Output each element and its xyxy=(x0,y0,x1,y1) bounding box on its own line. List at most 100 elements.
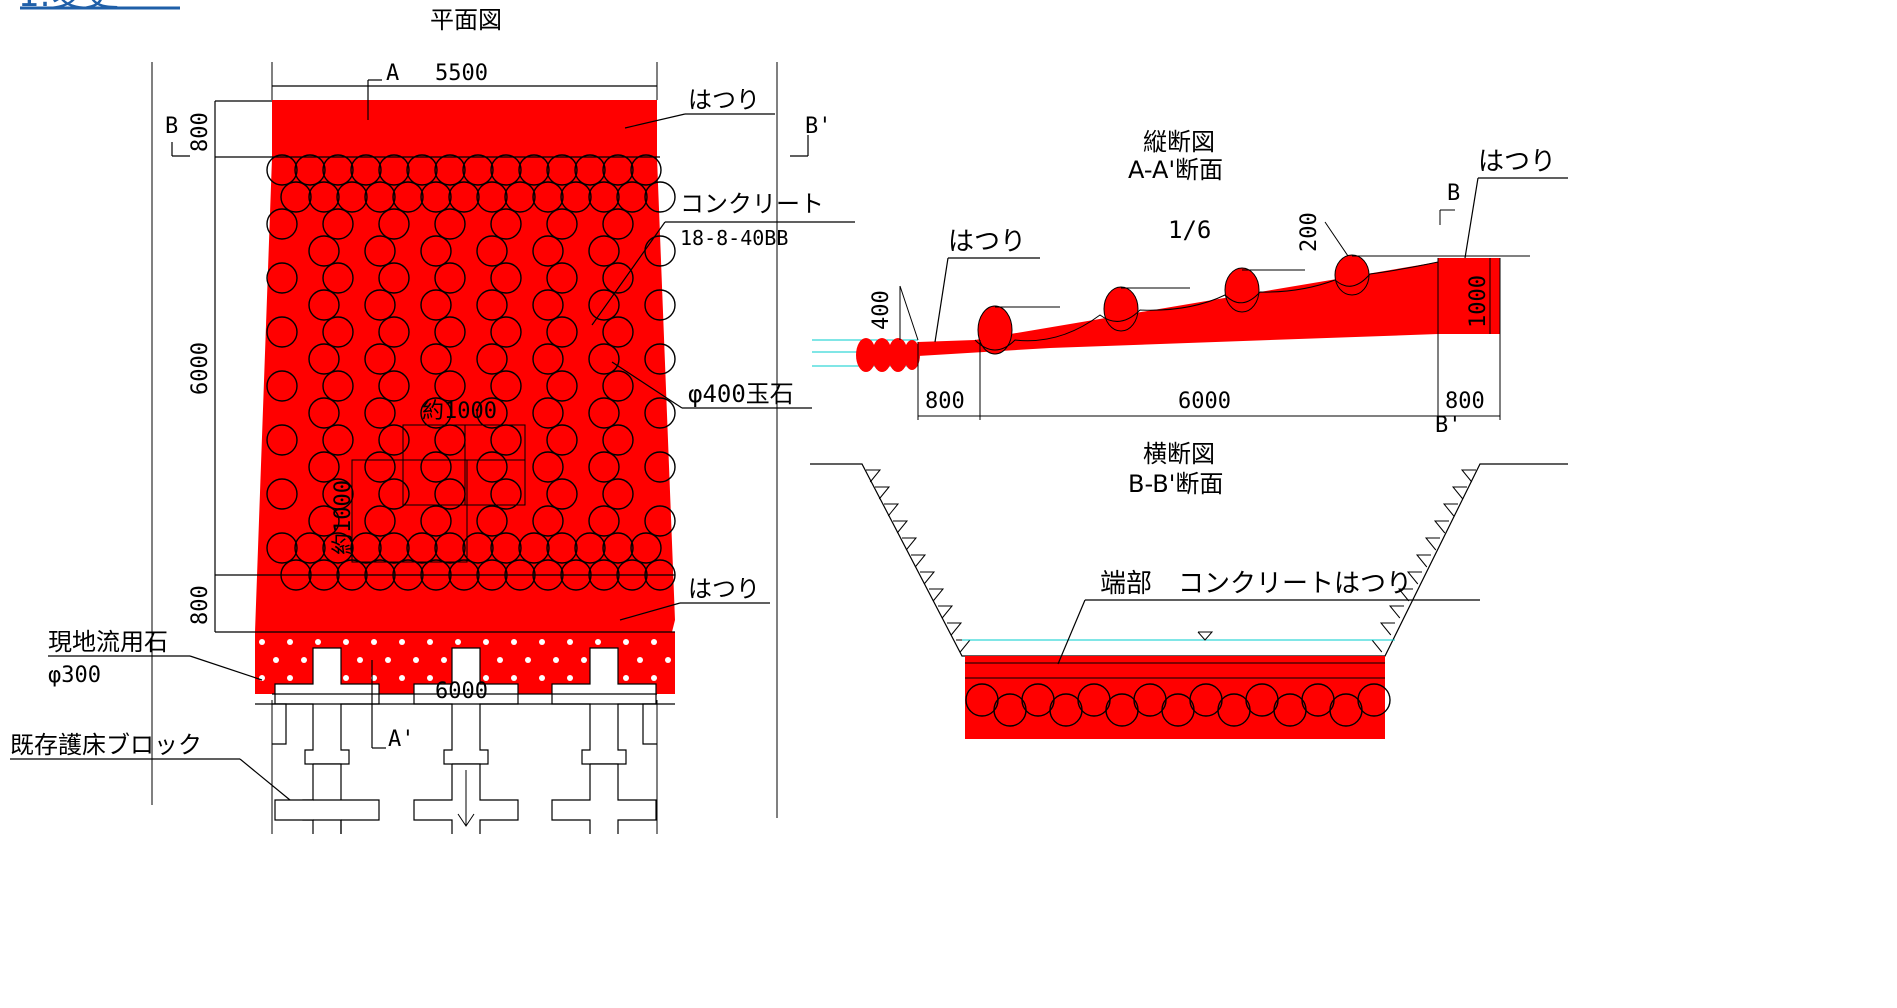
boulder xyxy=(490,262,522,294)
marker-b-prime: B' xyxy=(805,114,832,139)
boulder xyxy=(378,208,410,240)
bank-hatch-mark xyxy=(929,588,945,602)
plan-dim-800-top: 800 xyxy=(188,112,213,152)
boulder xyxy=(644,181,676,213)
boulder xyxy=(266,208,298,240)
boulder xyxy=(434,532,466,564)
boulder xyxy=(546,154,578,186)
boulder xyxy=(448,559,480,591)
local-stone-dot xyxy=(399,639,405,645)
boulder xyxy=(588,181,620,213)
boulder xyxy=(532,343,564,375)
plan-title: 平面図 xyxy=(430,6,502,34)
boulder xyxy=(266,316,298,348)
local-stone-dot xyxy=(371,639,377,645)
boulder xyxy=(546,532,578,564)
boulder xyxy=(378,370,410,402)
boulder xyxy=(602,208,634,240)
boulder xyxy=(434,262,466,294)
bank-hatch-mark xyxy=(911,554,927,568)
boulder xyxy=(532,181,564,213)
boulder xyxy=(532,505,564,537)
drawing-canvas: 1.変更 平面図 5500 A B B' 800 xyxy=(10,0,1568,834)
boulder xyxy=(602,154,634,186)
bank-hatch-mark xyxy=(902,537,918,551)
boulder xyxy=(406,154,438,186)
boulder xyxy=(308,235,340,267)
boulder xyxy=(588,397,620,429)
bank-hatch-mark xyxy=(893,520,909,534)
boulder xyxy=(364,397,396,429)
boulder xyxy=(462,532,494,564)
boulder xyxy=(504,181,536,213)
local-stone-dot xyxy=(539,639,545,645)
bank-hatch-mark xyxy=(1460,469,1476,483)
boulder xyxy=(602,424,634,456)
boulder xyxy=(490,208,522,240)
longitudinal-section: 縦断図 A-A'断面 1/6 800 6000 800 xyxy=(812,128,1568,438)
local-stone-dot xyxy=(567,639,573,645)
boulder xyxy=(364,181,396,213)
boulder xyxy=(588,505,620,537)
boulder xyxy=(476,397,508,429)
stone-label: φ400玉石 xyxy=(688,380,794,408)
long-dim-200: 200 xyxy=(1297,212,1322,252)
boulder xyxy=(322,208,354,240)
plan-concrete-area xyxy=(255,100,675,632)
boulder xyxy=(378,478,410,510)
boulder xyxy=(266,532,298,564)
bank-hatch-mark xyxy=(947,622,963,636)
local-stone-dot xyxy=(623,639,629,645)
local-stone-dot xyxy=(287,675,293,681)
boulder xyxy=(364,289,396,321)
local-stone-dot xyxy=(399,675,405,681)
local-stone-dot xyxy=(357,657,363,663)
local-stone-dot xyxy=(581,657,587,663)
local-stone-dot xyxy=(553,657,559,663)
boulder xyxy=(476,181,508,213)
boulder xyxy=(420,559,452,591)
local-stone-dot xyxy=(343,675,349,681)
boulder xyxy=(490,370,522,402)
boulder xyxy=(588,451,620,483)
boulder xyxy=(378,316,410,348)
local-stone-dot xyxy=(567,675,573,681)
approx-1000-horizontal: 約1000 xyxy=(422,399,497,424)
marker-b: B xyxy=(165,114,178,139)
boulder xyxy=(434,154,466,186)
bank-hatch-mark xyxy=(1397,588,1413,602)
boulder xyxy=(420,289,452,321)
marker-a-prime: A' xyxy=(388,727,415,752)
local-stone-dot xyxy=(623,675,629,681)
local-stone-dot xyxy=(413,657,419,663)
existing-blocks xyxy=(272,647,657,834)
boulder xyxy=(560,181,592,213)
boulder xyxy=(532,397,564,429)
boulder xyxy=(546,370,578,402)
bank-hatch-mark xyxy=(1424,537,1440,551)
boulder xyxy=(308,289,340,321)
boulder xyxy=(532,559,564,591)
boulder xyxy=(420,343,452,375)
local-stone-dot xyxy=(441,657,447,663)
cross-boulders xyxy=(965,683,1391,727)
boulder xyxy=(280,181,312,213)
boulder xyxy=(406,532,438,564)
boulder xyxy=(644,343,676,375)
boulder xyxy=(378,532,410,564)
boulder xyxy=(364,451,396,483)
boulder xyxy=(532,235,564,267)
local-stone-dot xyxy=(595,639,601,645)
local-stone-dot xyxy=(483,675,489,681)
bank-hatch xyxy=(866,469,1476,653)
bank-hatch-mark xyxy=(884,503,900,517)
boulder xyxy=(308,559,340,591)
long-dim-1000: 1000 xyxy=(1466,275,1491,328)
boulder xyxy=(476,505,508,537)
local-stone-dot xyxy=(665,657,671,663)
boulder xyxy=(574,154,606,186)
boulder xyxy=(644,505,676,537)
long-hatsuri-right: はつり xyxy=(1478,147,1556,177)
long-dim-6000: 6000 xyxy=(1178,389,1231,414)
local-stone-dot xyxy=(273,657,279,663)
